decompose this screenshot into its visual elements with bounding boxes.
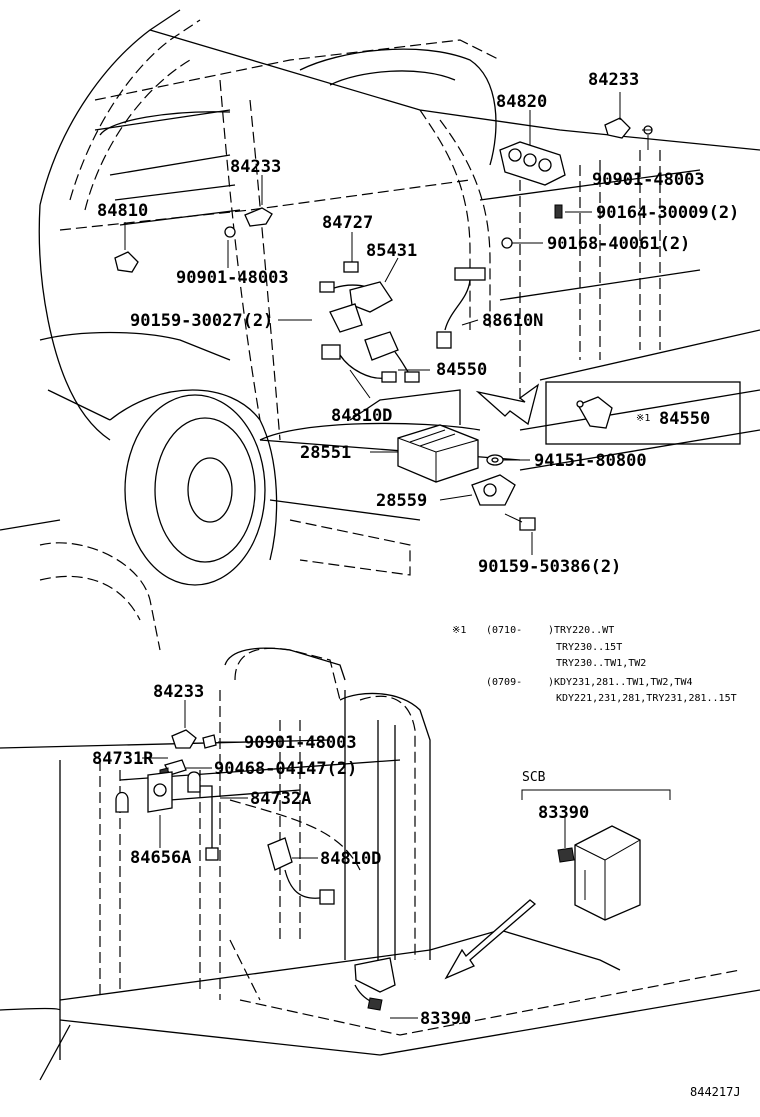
label-84233-mid: 84233 [230,157,281,177]
part-84820-switch [499,141,566,186]
applicability-notes: ※1 (0710- )TRY220..WT TRY230..15T TRY230… [452,625,737,704]
bolt-90159 [504,513,536,531]
label-90164: 90164-30009(2) [596,203,739,223]
inset-84550 [545,381,741,445]
label-90159-a: 90159-30027(2) [130,311,273,331]
label-85431: 85431 [366,241,417,261]
washer-94151 [486,454,504,466]
label-90159-b: 90159-50386(2) [478,557,621,577]
note-row1-date: (0710- [486,625,522,636]
part-28559-bracket [471,474,516,506]
part-84233-bottom [171,729,197,749]
scb-label: SCB [522,770,546,785]
upper-vehicle-outline [0,9,760,586]
inset-marker: ※1 [636,413,650,424]
part-84810 [114,251,139,273]
part-83390-sensor [354,957,396,1011]
label-90468: 90468-04147(2) [214,759,357,779]
screw-90164 [554,204,563,219]
note-row1-b: TRY230..15T [556,642,622,653]
note-row1-c: TRY230..TW1,TW2 [556,658,646,669]
label-84810: 84810 [97,201,148,221]
label-90168: 90168-40061(2) [547,234,690,254]
note-row2-date: (0709- [486,677,522,688]
direction-arrow [475,383,540,426]
label-84820: 84820 [496,92,547,112]
part-labels: 84233 84820 90901-48003 90164-30009(2) 9… [92,70,739,1029]
label-84233-bottom: 84233 [153,682,204,702]
label-28551: 28551 [300,443,351,463]
label-84233-top: 84233 [588,70,639,90]
part-28551-module [397,424,479,483]
label-90901-b: 90901-48003 [176,268,289,288]
lower-parts [115,729,537,1011]
part-harness-84727 [319,261,393,313]
figure-id: 844217J [690,1085,741,1099]
note-row2-b: KDY221,231,281,TRY231,281..15T [556,693,737,704]
part-84732A-switch [187,771,219,861]
label-28559: 28559 [376,491,427,511]
label-84731R: 84731R [92,749,154,769]
part-88610N [436,267,486,349]
screw-90901-bottom [202,734,217,749]
label-84727: 84727 [322,213,373,233]
part-84233-mid [224,207,273,238]
part-84810D-bottom [267,837,335,905]
label-84550: 84550 [436,360,487,380]
upper-parts [114,117,653,531]
note-row1-a: )TRY220..WT [548,625,614,636]
part-84233-top [604,117,653,139]
label-94151: 94151-80800 [534,451,647,471]
label-84732A: 84732A [250,789,311,809]
label-84810D-bottom: 84810D [320,849,381,869]
label-83390: 83390 [420,1009,471,1029]
label-90901-c: 90901-48003 [244,733,357,753]
note-marker: ※1 [452,625,466,636]
lower-leader-lines [142,700,566,1019]
label-83390-scb: 83390 [538,803,589,823]
scb-inset [521,789,671,921]
part-84810D-module [321,303,397,383]
note-row2-a: )KDY231,281..TW1,TW2,TW4 [548,677,693,688]
label-84550-inset: 84550 [659,409,710,429]
screw-90168 [501,237,513,249]
upper-leader-lines [124,92,649,555]
label-84656A: 84656A [130,848,191,868]
label-90901-a: 90901-48003 [592,170,705,190]
label-88610N: 88610N [482,311,543,331]
part-84656A-pad [115,771,173,813]
scb-arrow [444,899,537,980]
label-84810D: 84810D [331,406,392,426]
